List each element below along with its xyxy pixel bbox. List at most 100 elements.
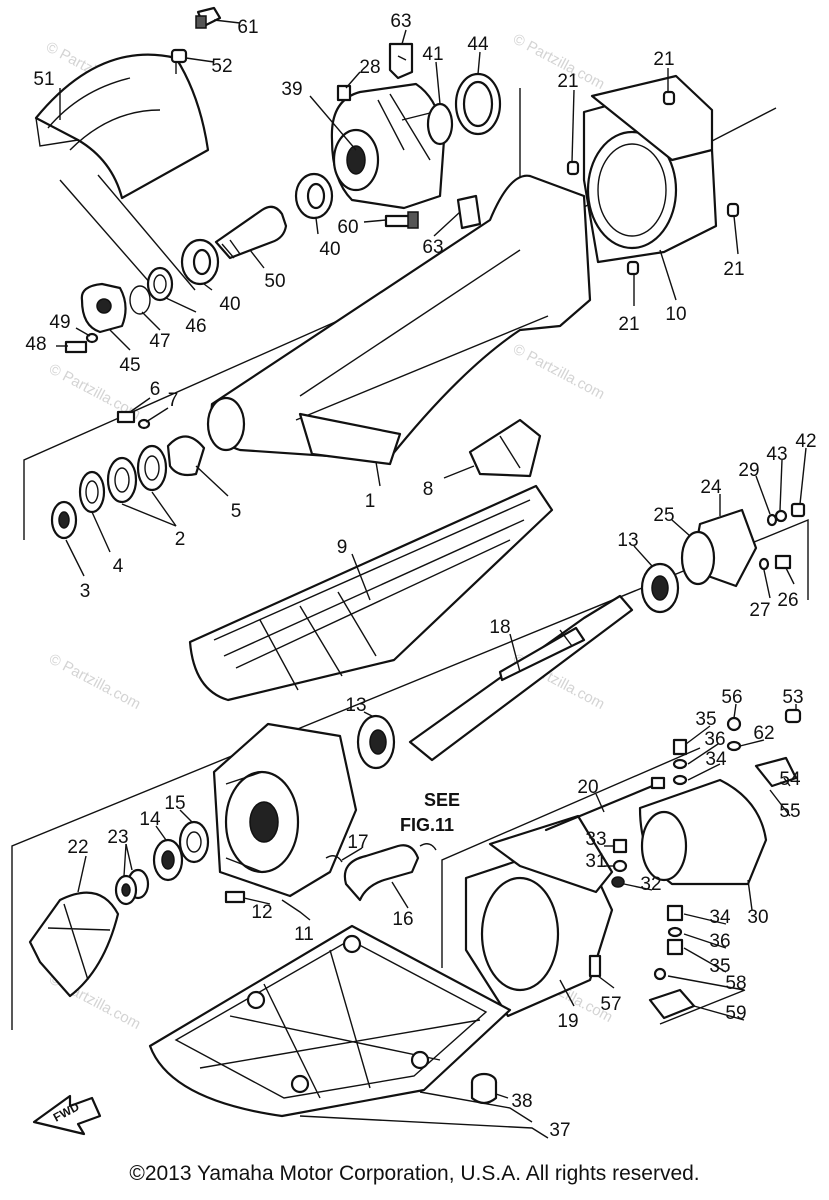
- callout-20: 20: [577, 777, 598, 798]
- hardware-34-35-36-top: [672, 738, 688, 786]
- callout-49: 49: [49, 312, 70, 333]
- watermark: © Partzilla.com: [46, 651, 143, 713]
- oring-47: [129, 285, 151, 315]
- piece-8: [468, 418, 542, 478]
- callout-39: 39: [281, 79, 302, 100]
- hardware-34-35-36-bottom: [666, 904, 684, 956]
- callout-12: 12: [251, 902, 272, 923]
- callout-48: 48: [25, 334, 46, 355]
- callout-21: 21: [618, 314, 639, 335]
- callout-4: 4: [113, 556, 124, 577]
- callout-16: 16: [392, 909, 413, 930]
- callout-14: 14: [139, 809, 161, 830]
- fwd-arrow: FWD: [32, 1094, 102, 1136]
- callout-38: 38: [511, 1091, 532, 1112]
- callout-34: 34: [709, 907, 731, 928]
- callout-50: 50: [264, 271, 285, 292]
- nozzle-group-line: [441, 747, 701, 968]
- plate-37: [148, 924, 512, 1118]
- callout-15: 15: [164, 793, 185, 814]
- callout-54: 54: [779, 769, 801, 790]
- callout-53: 53: [782, 687, 803, 708]
- callout-36: 36: [709, 931, 730, 952]
- callout-35: 35: [709, 956, 730, 977]
- callout-57: 57: [600, 994, 621, 1015]
- seal-3: [50, 500, 78, 540]
- watermark: © Partzilla.com: [510, 341, 607, 403]
- callout-60: 60: [337, 217, 358, 238]
- callout-6: 6: [150, 379, 161, 400]
- bearing-40a: [294, 172, 334, 220]
- plate-9: [188, 484, 554, 702]
- washer-27: [758, 557, 770, 571]
- callout-10: 10: [665, 304, 686, 325]
- callout-47: 47: [149, 331, 170, 352]
- callout-28: 28: [359, 57, 380, 78]
- callout-8: 8: [423, 479, 434, 500]
- upper-group-line: [23, 88, 521, 540]
- see-note-line1: SEE: [424, 790, 460, 810]
- nuts-23: [114, 868, 150, 906]
- plug-38: [470, 1072, 498, 1105]
- callout-34: 34: [705, 749, 727, 770]
- impeller-22: [28, 891, 120, 998]
- nozzle-group-line: [659, 989, 746, 1025]
- bearing-14: [152, 838, 184, 882]
- callout-40: 40: [219, 294, 240, 315]
- callout-25: 25: [653, 505, 674, 526]
- callout-21: 21: [723, 259, 744, 280]
- callout-1: 1: [365, 491, 376, 512]
- bearing-13a: [640, 562, 680, 614]
- bearing-40b: [180, 238, 220, 286]
- callout-37: 37: [549, 1120, 570, 1141]
- callout-46: 46: [185, 316, 206, 337]
- callout-3: 3: [80, 581, 91, 602]
- callout-31: 31: [585, 851, 606, 872]
- leader-lines: [56, 19, 807, 1139]
- callout-58: 58: [725, 973, 746, 994]
- callout-18: 18: [489, 617, 510, 638]
- callout-5: 5: [231, 501, 242, 522]
- callout-51: 51: [33, 69, 54, 90]
- callout-23: 23: [107, 827, 128, 848]
- callout-13: 13: [345, 695, 366, 716]
- cover-lead-line: [97, 174, 196, 291]
- nozzle-30: [638, 778, 768, 886]
- callout-36: 36: [704, 729, 725, 750]
- callout-62: 62: [753, 723, 774, 744]
- hardware-56-62-53-54: [726, 708, 802, 788]
- housing-39: [330, 82, 446, 210]
- callout-32: 32: [640, 874, 661, 895]
- shaft-18: [408, 594, 634, 762]
- callout-63: 63: [390, 11, 411, 32]
- washer-46: [146, 266, 174, 302]
- callout-24: 24: [700, 477, 722, 498]
- oring-25: [680, 530, 716, 586]
- liner-5: [166, 435, 206, 477]
- housing-10: [582, 74, 718, 264]
- callout-43: 43: [766, 444, 787, 465]
- copyright-notice: ©2013 Yamaha Motor Corporation, U.S.A. A…: [129, 1162, 700, 1185]
- callout-9: 9: [337, 537, 348, 558]
- callout-42: 42: [795, 431, 816, 452]
- bolt-52: [170, 48, 188, 74]
- callout-21: 21: [557, 71, 578, 92]
- middle-group-line: [11, 518, 809, 1030]
- callout-61: 61: [237, 17, 258, 38]
- callout-26: 26: [777, 590, 798, 611]
- callout-17: 17: [347, 832, 368, 853]
- callout-56: 56: [721, 687, 742, 708]
- bolt-6: [116, 410, 136, 424]
- callout-45: 45: [119, 355, 140, 376]
- cover-51: [34, 53, 210, 200]
- callout-44: 44: [467, 34, 489, 55]
- callout-35: 35: [695, 709, 716, 730]
- dowels-21: [566, 90, 740, 276]
- seal-44: [454, 72, 502, 136]
- callout-59: 59: [725, 1003, 746, 1024]
- cover-lead-line: [59, 179, 159, 293]
- callout-63: 63: [422, 237, 443, 258]
- callout-2: 2: [175, 529, 186, 550]
